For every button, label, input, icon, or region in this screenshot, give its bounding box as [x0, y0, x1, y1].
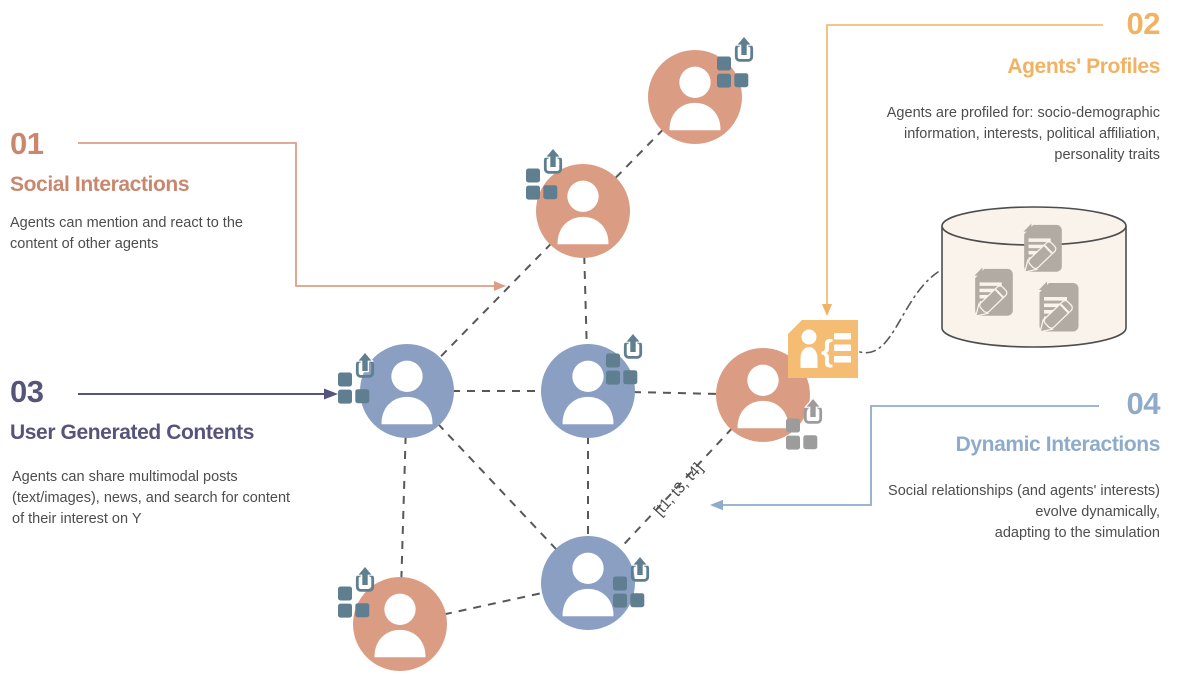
share-upload-icon: [338, 352, 382, 406]
section-03-title: User Generated Contents: [10, 421, 255, 444]
share-upload-icon-gray: [786, 398, 830, 452]
card-to-database-link: [859, 271, 939, 354]
connector-02-arrow: [822, 24, 1103, 316]
share-upload-icon: [613, 556, 657, 610]
document-edit-icon: [1020, 222, 1064, 277]
section-02-title: Agents' Profiles: [1007, 55, 1160, 78]
agent-left: [360, 344, 454, 438]
network-edge: [406, 210, 584, 392]
agent-upper-mid: [536, 164, 630, 258]
document-edit-icon: [971, 266, 1015, 321]
network-edge: [582, 96, 696, 212]
document-edit-icon: [1035, 280, 1080, 337]
connector-01-arrow: [78, 142, 506, 291]
connector-04-arrow: [710, 405, 1099, 511]
share-upload-icon: [606, 333, 650, 387]
share-upload-icon: [526, 148, 570, 202]
section-01-title: Social Interactions: [10, 173, 190, 196]
share-upload-icon: [717, 36, 761, 90]
share-upload-icon: [338, 566, 382, 620]
section-03-number: 03: [10, 374, 44, 409]
section-02-number: 02: [1126, 6, 1161, 41]
section-02-description: Agents are profiled for: socio-demograph…: [886, 105, 1160, 164]
id-card-icon: {: [788, 320, 858, 378]
agent-bottom-left: [353, 577, 447, 671]
section-01-number: 01: [10, 126, 44, 161]
svg-text:{: {: [821, 333, 833, 368]
section-03-description: Agents can share multimodal posts (text/…: [12, 469, 291, 528]
database-icon: [941, 206, 1127, 348]
section-04-number: 04: [1126, 386, 1161, 421]
section-04-description: Social relationships (and agents' intere…: [888, 483, 1160, 542]
section-04-title: Dynamic Interactions: [955, 433, 1161, 456]
section-01-description: Agents can mention and react to the cont…: [10, 215, 243, 253]
